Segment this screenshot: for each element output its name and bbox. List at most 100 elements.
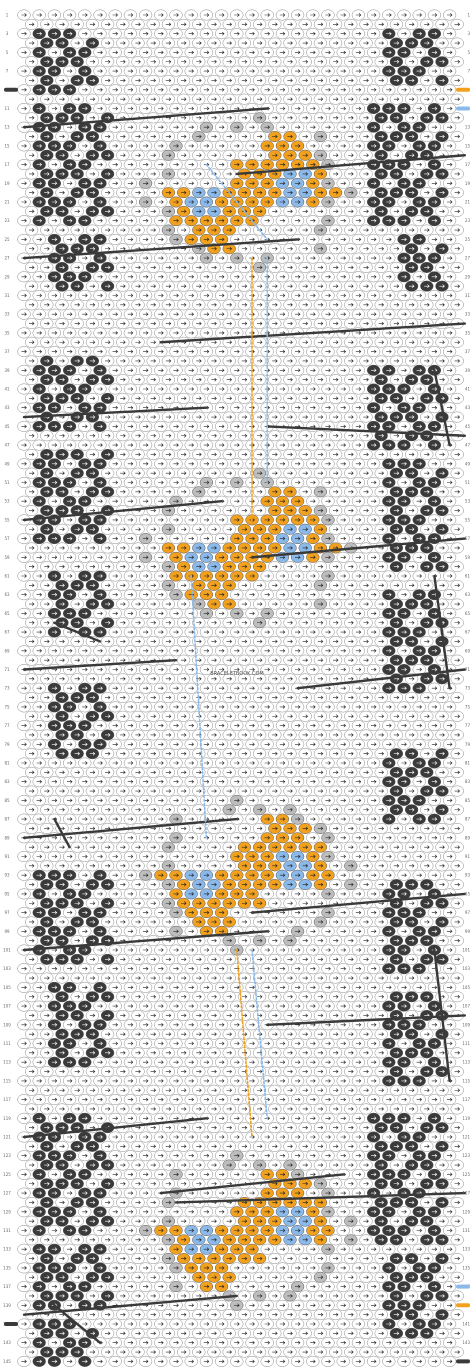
knot-arrow <box>317 59 324 64</box>
knot-arrow <box>44 41 50 45</box>
knot-arrow <box>401 13 407 17</box>
knot-arrow <box>287 59 293 64</box>
knot-arrow <box>393 59 400 64</box>
knot-arrow <box>158 50 164 55</box>
knot-arrow <box>279 50 286 55</box>
knot-arrow <box>150 22 157 27</box>
knot-arrow <box>439 59 445 64</box>
knot-arrow <box>181 59 187 64</box>
knot-arrow <box>454 22 461 27</box>
knot-arrow <box>416 13 423 17</box>
knot-arrow <box>29 22 35 27</box>
knot-arrow <box>249 13 255 17</box>
knot-arrow <box>439 22 445 27</box>
knot-arrow <box>219 31 225 36</box>
knot-arrow <box>105 41 111 45</box>
knot-arrow <box>333 59 339 64</box>
knot-arrow <box>257 22 263 27</box>
knot-arrow <box>150 41 157 45</box>
knot-arrow <box>74 59 81 64</box>
knot-arrow <box>143 50 149 55</box>
knot-arrow <box>295 31 301 36</box>
knot-arrow <box>51 13 58 17</box>
knot-arrow <box>234 50 240 55</box>
knot-arrow <box>348 41 354 45</box>
knot-arrow <box>363 41 369 45</box>
knot-arrow <box>188 13 195 17</box>
knot-arrow <box>454 41 461 45</box>
knot-arrow <box>211 41 217 45</box>
knot-arrow <box>211 22 217 27</box>
knot-arrow <box>203 31 210 36</box>
knot-arrow <box>89 41 96 45</box>
knot-arrow <box>424 41 430 45</box>
knot-arrow <box>97 50 103 55</box>
knot-arrow <box>378 59 385 64</box>
knot-arrow <box>424 59 430 64</box>
knot-arrow <box>120 41 126 45</box>
knot-arrow <box>401 50 407 55</box>
knot-arrow <box>264 31 271 36</box>
knot-arrow <box>378 22 385 27</box>
knot-arrow <box>355 31 362 36</box>
knot-arrow <box>74 22 81 27</box>
knot-arrow <box>264 50 271 55</box>
knot-arrow <box>105 59 111 64</box>
knot-arrow <box>158 31 164 36</box>
knot-arrow <box>386 31 392 36</box>
knot-arrow <box>431 50 438 55</box>
knot-arrow <box>279 31 286 36</box>
knot-arrow <box>333 41 339 45</box>
knot-grid <box>17 9 464 1367</box>
knot-arrow <box>386 50 392 55</box>
knot-arrow <box>378 41 385 45</box>
knot-arrow <box>401 31 407 36</box>
knot-arrow <box>21 13 27 17</box>
knot-arrow <box>196 41 202 45</box>
knot-arrow <box>67 31 73 36</box>
knot-arrow <box>135 41 141 45</box>
knot-arrow <box>196 22 202 27</box>
knot-arrow <box>21 31 27 36</box>
knot-arrow <box>36 13 43 17</box>
knot-arrow <box>127 50 134 55</box>
knot-arrow <box>226 59 233 64</box>
knot-arrow <box>59 22 65 27</box>
knot-arrow <box>333 22 339 27</box>
knot-arrow <box>135 22 141 27</box>
knot-arrow <box>340 50 347 55</box>
knot-arrow <box>158 13 164 17</box>
knot-arrow <box>409 22 415 27</box>
knot-arrow <box>431 13 438 17</box>
knot-arrow <box>226 41 233 45</box>
knot-arrow <box>249 50 255 55</box>
knot-arrow <box>348 59 354 64</box>
knot-arrow <box>272 41 278 45</box>
knot-arrow <box>447 13 453 17</box>
knot-arrow <box>439 41 445 45</box>
knot-arrow <box>272 22 278 27</box>
knot-arrow <box>181 41 187 45</box>
knot-arrow <box>51 31 58 36</box>
knot-arrow <box>241 41 248 45</box>
knot-arrow <box>302 22 309 27</box>
knot-arrow <box>257 59 263 64</box>
knot-arrow <box>67 13 73 17</box>
knot-arrow <box>454 59 461 64</box>
knot-arrow <box>363 22 369 27</box>
knot-arrow <box>241 22 248 27</box>
knot-arrow <box>150 59 157 64</box>
knot-arrow <box>295 13 301 17</box>
knot-arrow <box>226 22 233 27</box>
knot-arrow <box>416 50 423 55</box>
knot-arrow <box>219 50 225 55</box>
knot-arrow <box>416 31 423 36</box>
knot-arrow <box>127 31 134 36</box>
knot-arrow <box>302 59 309 64</box>
knot-arrow <box>165 22 172 27</box>
knot-arrow <box>203 13 210 17</box>
knot-arrow <box>203 50 210 55</box>
knot-arrow <box>196 59 202 64</box>
knot-arrow <box>44 59 50 64</box>
knot-arrow <box>325 13 331 17</box>
